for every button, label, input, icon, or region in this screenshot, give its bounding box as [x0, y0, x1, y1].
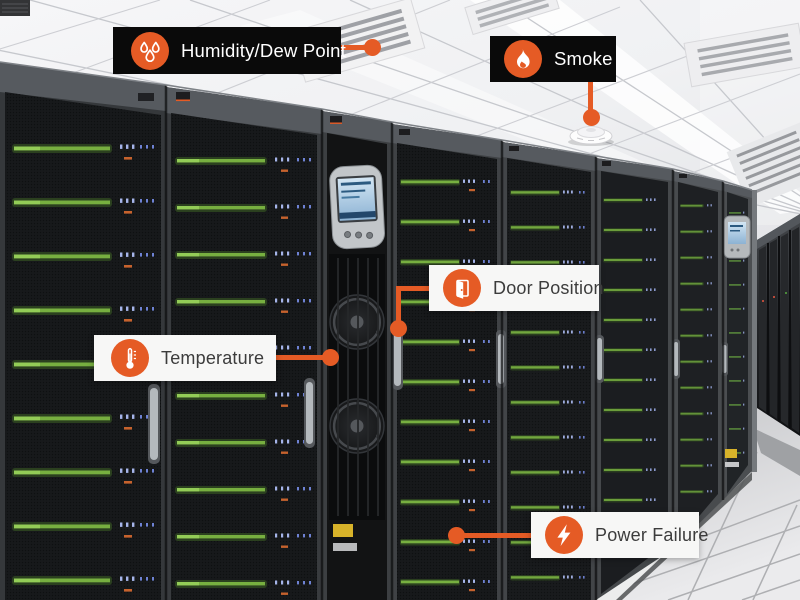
water-droplets-icon [131, 31, 169, 70]
connector-line-temperature [274, 355, 326, 360]
connector-dot-door-position [390, 320, 407, 337]
callout-temperature: Temperature [94, 335, 276, 381]
ups-control-panel [329, 164, 386, 250]
callout-label: Door Position [493, 277, 604, 298]
connector-dot-humidity [364, 39, 381, 56]
callout-label: Smoke [554, 48, 613, 69]
ups-rack [322, 111, 392, 600]
server-rack [595, 158, 673, 600]
connector-line-humidity [339, 45, 369, 50]
connector-line-door-position [398, 286, 431, 291]
server-rack [496, 142, 596, 600]
connector-dot-smoke [583, 109, 600, 126]
server-rack [392, 124, 502, 600]
callout-label: Power Failure [595, 524, 709, 545]
ceiling-vent [464, 0, 560, 36]
rack-door-handle [150, 388, 158, 460]
ceiling [0, 0, 800, 242]
thermometer-icon [111, 339, 149, 377]
connector-line-power-failure [461, 533, 533, 538]
rack-door-handle [597, 338, 602, 380]
ups-lcd-screen [728, 222, 746, 244]
flame-icon [504, 40, 542, 78]
rack-door-handle [674, 342, 678, 376]
rack-row-top-edge [0, 61, 753, 191]
connector-line-smoke [588, 80, 593, 113]
rack-row-end-cap [751, 190, 757, 472]
rack-door-handle [306, 382, 313, 444]
connector-dot-temperature [322, 349, 339, 366]
open-door-icon [443, 269, 481, 307]
warning-sticker [725, 449, 737, 458]
ups-rack [721, 183, 752, 500]
ups-control-panel [723, 215, 751, 259]
ceiling-vent [0, 0, 30, 16]
callout-humidity-dew-point: Humidity/Dew Point [113, 27, 346, 74]
lightning-bolt-icon [545, 516, 583, 554]
ups-fan-door [329, 254, 385, 520]
right-rack-row [757, 214, 800, 446]
connector-line-door-position [396, 286, 401, 324]
ups-lcd-screen [337, 177, 376, 221]
server-rack-row [0, 61, 753, 600]
server-rack [672, 171, 723, 549]
callout-door-position: Door Position [429, 265, 603, 311]
warning-sticker [333, 524, 353, 537]
floor-mat [753, 428, 800, 476]
callout-label: Temperature [161, 347, 265, 368]
callout-smoke: Smoke [490, 36, 616, 82]
callout-power-failure: Power Failure [531, 512, 708, 558]
ceiling-vent [683, 22, 800, 88]
connector-dot-power-failure [448, 527, 465, 544]
smoke-detector [568, 126, 614, 146]
callout-label: Humidity/Dew Point [181, 39, 347, 61]
rack-door-handle [394, 328, 401, 386]
server-rack [0, 62, 166, 600]
ceiling-vent [726, 122, 800, 208]
